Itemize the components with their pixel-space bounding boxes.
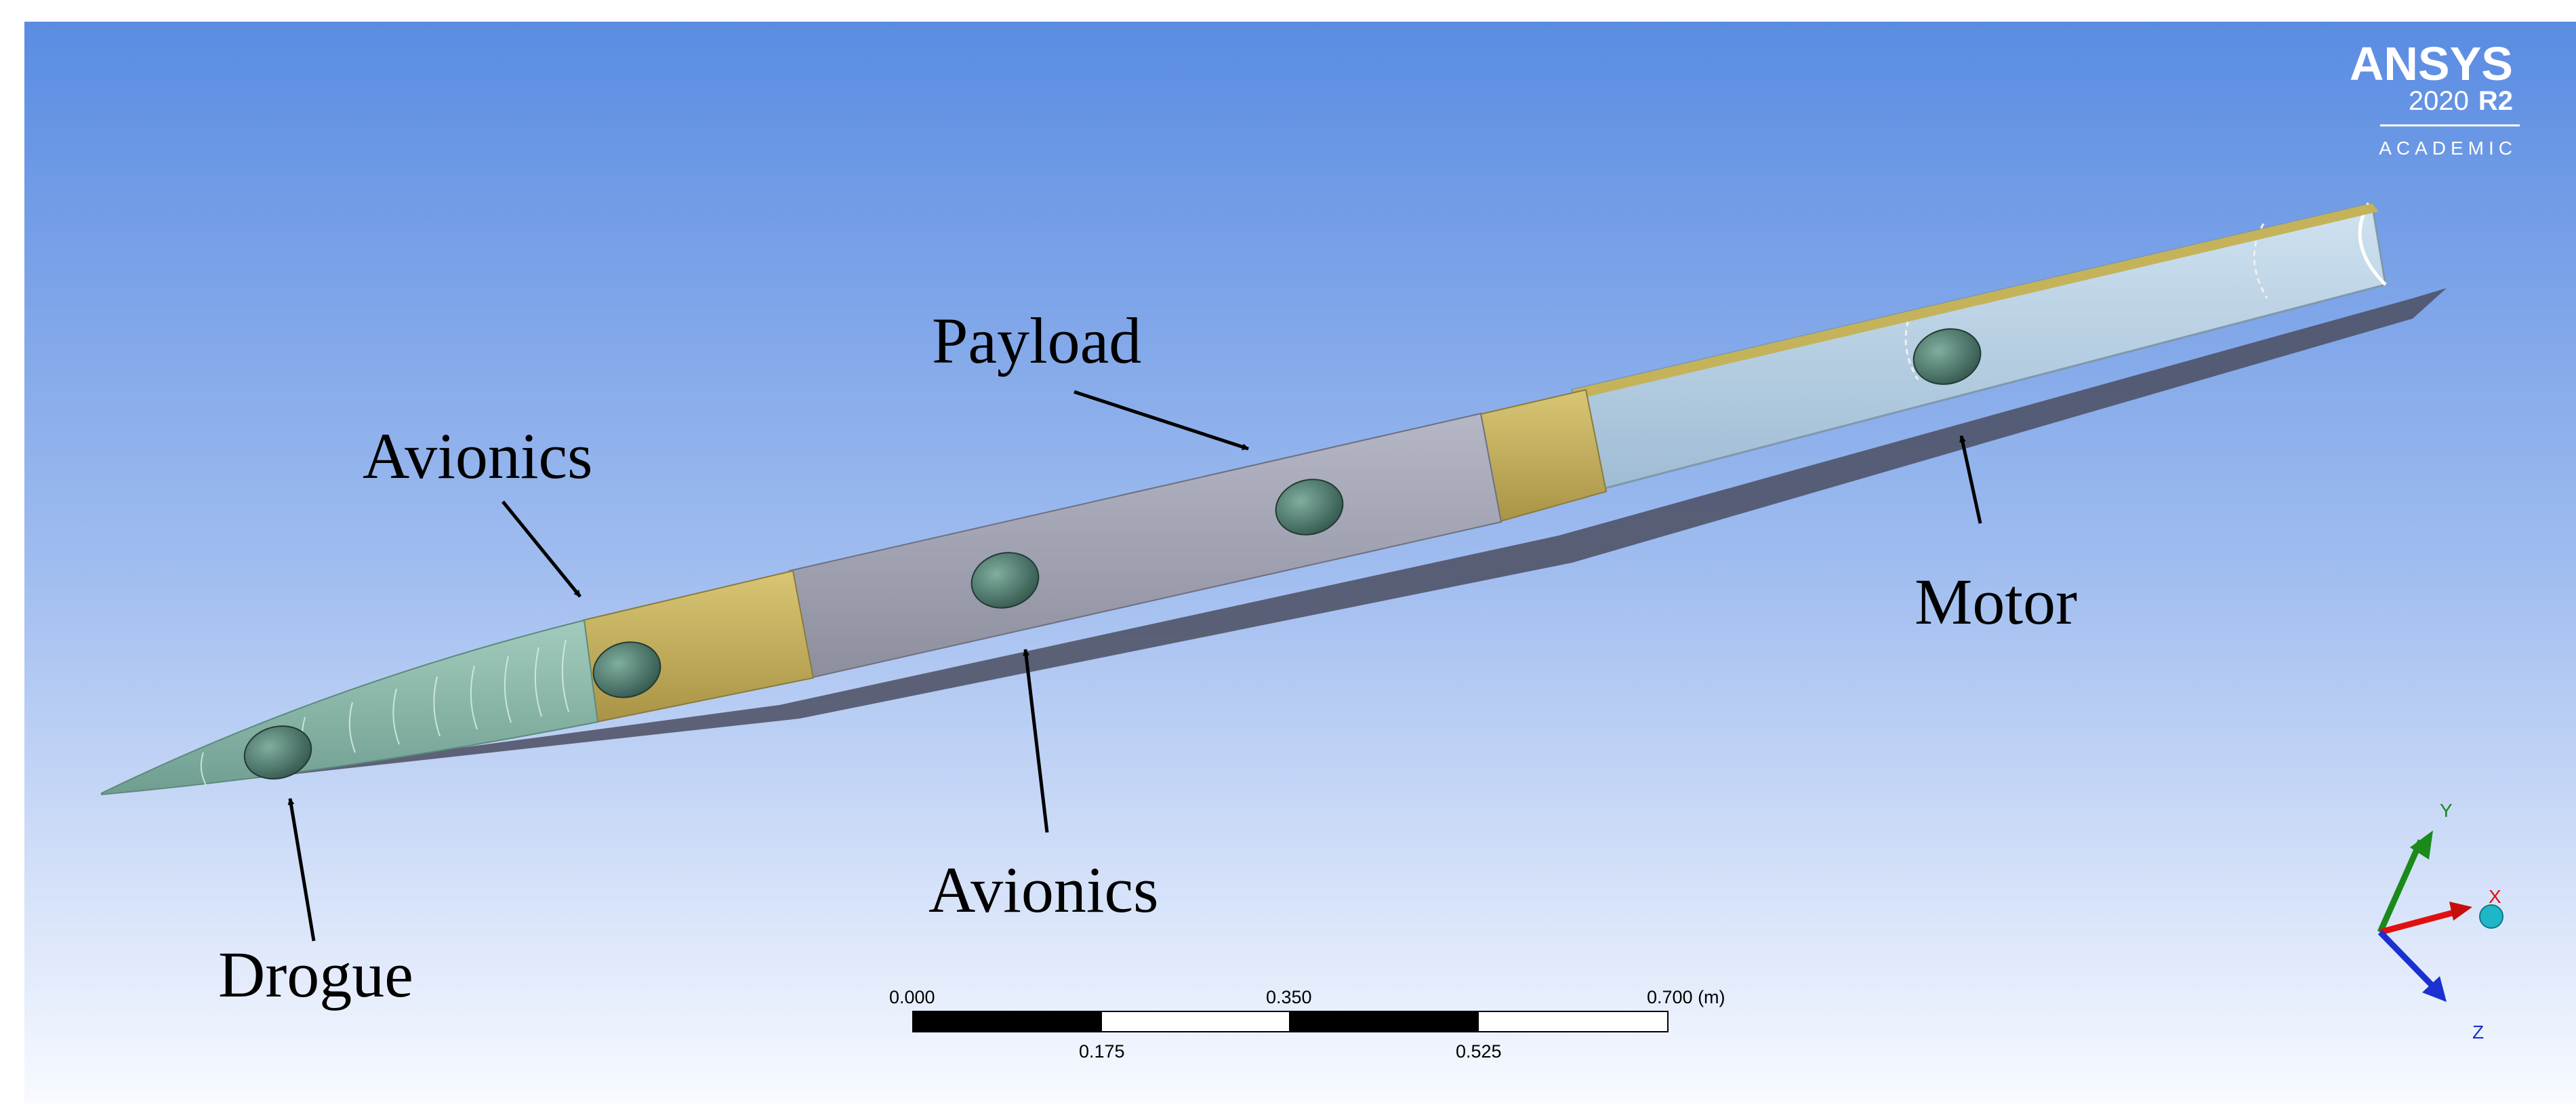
triad-y-label: Y: [2440, 800, 2453, 821]
payload-hole-rear[interactable]: [1269, 472, 1349, 542]
scale-label-700: 0.700 (m): [1647, 987, 1725, 1007]
triad-x-label: X: [2489, 886, 2501, 907]
brand-name: ANSYS: [2350, 37, 2513, 90]
scale-label-525: 0.525: [1456, 1041, 1502, 1062]
label-avionics-lower: Avionics: [928, 853, 1159, 926]
triad-iso-ball[interactable]: [2479, 904, 2503, 929]
scale-bar: 0.000 0.350 0.700 (m) 0.175 0.525: [889, 987, 1725, 1062]
scale-label-175: 0.175: [1079, 1041, 1125, 1062]
scale-label-0: 0.000: [889, 987, 935, 1007]
label-avionics-upper: Avionics: [363, 420, 593, 492]
scale-seg-2: [1101, 1011, 1290, 1032]
nose-cone-rings: [200, 639, 569, 786]
arrow-avionics-upper: [502, 500, 581, 598]
arrow-avionics-lower: [1023, 649, 1049, 833]
brand-version: 2020: [2409, 86, 2469, 116]
drogue-hole[interactable]: [239, 719, 317, 786]
rocket-model[interactable]: [101, 202, 2447, 796]
scale-seg-1: [912, 1011, 1102, 1032]
scale-seg-3: [1289, 1011, 1479, 1032]
triad-y-arrow: [2410, 830, 2433, 860]
label-drogue: Drogue: [218, 938, 413, 1011]
motor-tube-rim: [2253, 223, 2268, 299]
scale-label-350: 0.350: [1266, 987, 1312, 1007]
annotations: Payload Avionics Avionics Drogue Motor: [218, 304, 2077, 1011]
brand-version-line: 2020 R2: [2409, 86, 2513, 116]
triad-x-arrow: [2449, 902, 2472, 921]
arrow-motor: [1959, 435, 1982, 524]
arrow-drogue: [287, 798, 316, 942]
motor-hole[interactable]: [1907, 321, 1986, 391]
triad-z-label: Z: [2472, 1022, 2484, 1043]
triad-x-axis: [2379, 908, 2458, 935]
arrow-payload: [1074, 390, 1249, 451]
label-motor: Motor: [1915, 565, 2077, 638]
nose-cone[interactable]: [101, 619, 599, 796]
motor-tube-top-lip: [1572, 203, 2379, 399]
brand-edition: ACADEMIC: [2379, 138, 2517, 159]
ansys-logo: ANSYS 2020 R2 ACADEMIC: [2350, 37, 2520, 159]
label-payload: Payload: [932, 304, 1141, 377]
payload-hole-front[interactable]: [965, 545, 1044, 615]
brand-release: R2: [2478, 86, 2513, 116]
axis-triad[interactable]: Y X Z: [2377, 800, 2503, 1043]
triad-z-axis: [2377, 929, 2436, 989]
triad-y-axis: [2377, 839, 2424, 933]
avionics-hole-front[interactable]: [587, 635, 666, 704]
scale-seg-4: [1477, 1011, 1669, 1032]
triad-z-arrow: [2422, 976, 2447, 1002]
